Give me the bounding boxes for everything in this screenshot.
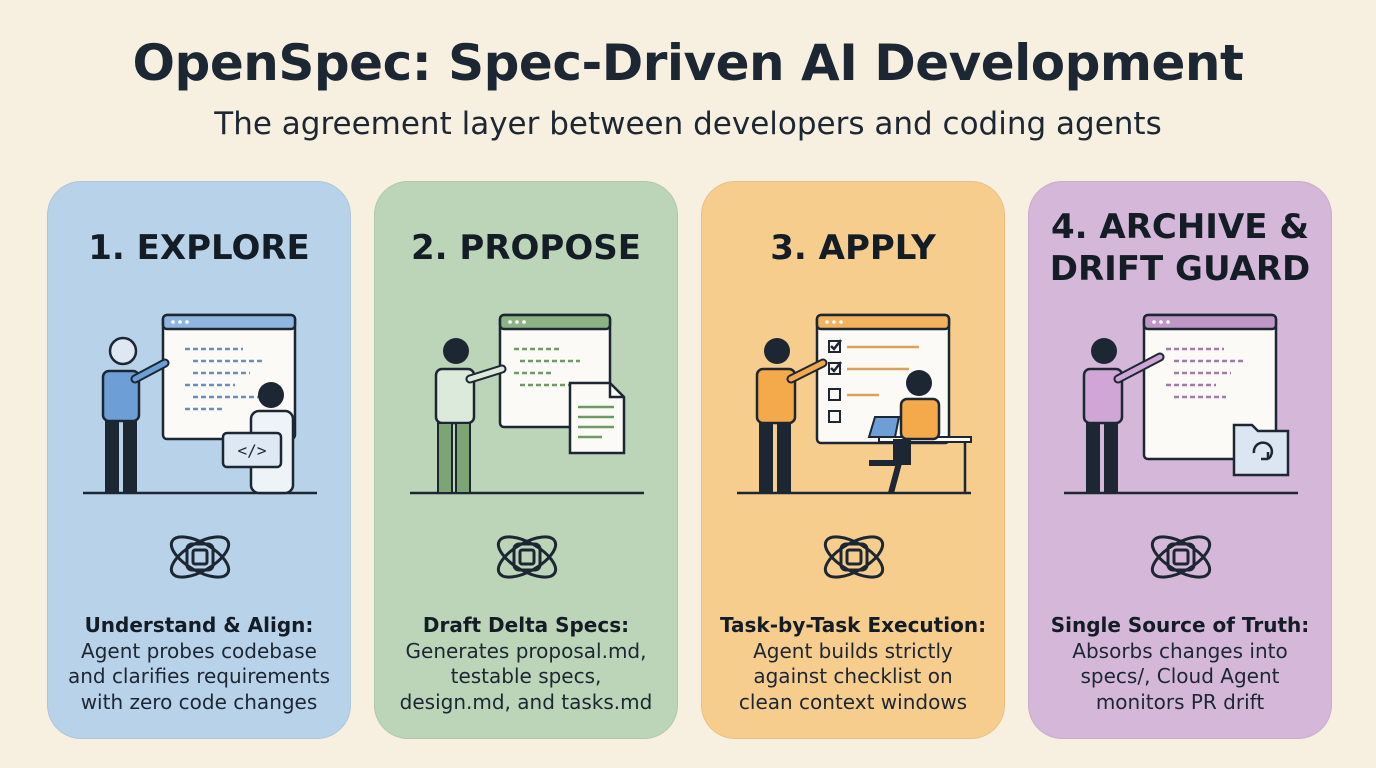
step-body: Generates proposal.md, testable specs, d… (399, 638, 653, 714)
step-card-archive: 4. ARCHIVE & DRIFT GUARD (1028, 181, 1332, 739)
step-heading: 1. EXPLORE (88, 228, 310, 268)
step-heading: 3. APPLY (770, 228, 936, 268)
svg-text:</>: </> (238, 441, 267, 460)
step-cards: 1. EXPLORE </> (47, 181, 1332, 739)
step-body: Absorbs changes into specs/, Cloud Agent… (1072, 638, 1288, 714)
step-lead: Task-by-Task Execution: (719, 613, 987, 637)
ai-atom-chip-icon (823, 535, 885, 579)
developer-with-checklist-icon (737, 313, 972, 495)
step-card-apply: 3. APPLY (701, 181, 1005, 739)
step-body: Agent probes codebase and clarifies requ… (67, 638, 331, 714)
step-description: Draft Delta Specs: Generates proposal.md… (385, 613, 667, 715)
step-lead: Draft Delta Specs: (422, 613, 630, 637)
developer-with-spec-document-icon (410, 313, 644, 495)
step-description: Single Source of Truth: Absorbs changes … (1039, 613, 1321, 715)
ai-atom-chip-icon (169, 535, 231, 579)
step-body: Agent builds strictly against checklist … (738, 638, 968, 714)
step-lead: Single Source of Truth: (1050, 613, 1310, 637)
step-description: Task-by-Task Execution: Agent builds str… (712, 613, 994, 715)
step-heading: 2. PROPOSE (411, 228, 641, 268)
step-card-explore: 1. EXPLORE </> (47, 181, 351, 739)
step-description: Understand & Align: Agent probes codebas… (58, 613, 340, 715)
step-heading: 4. ARCHIVE & DRIFT GUARD (1049, 207, 1311, 289)
step-card-propose: 2. PROPOSE (374, 181, 678, 739)
page-subtitle: The agreement layer between developers a… (214, 106, 1162, 142)
page-title: OpenSpec: Spec-Driven AI Development (132, 34, 1244, 92)
step-lead: Understand & Align: (84, 613, 314, 637)
ai-atom-chip-icon (496, 535, 558, 579)
developer-and-agent-at-screen-icon: </> (83, 313, 317, 495)
ai-atom-chip-icon (1150, 535, 1212, 579)
developer-with-sync-folder-icon (1064, 313, 1298, 495)
